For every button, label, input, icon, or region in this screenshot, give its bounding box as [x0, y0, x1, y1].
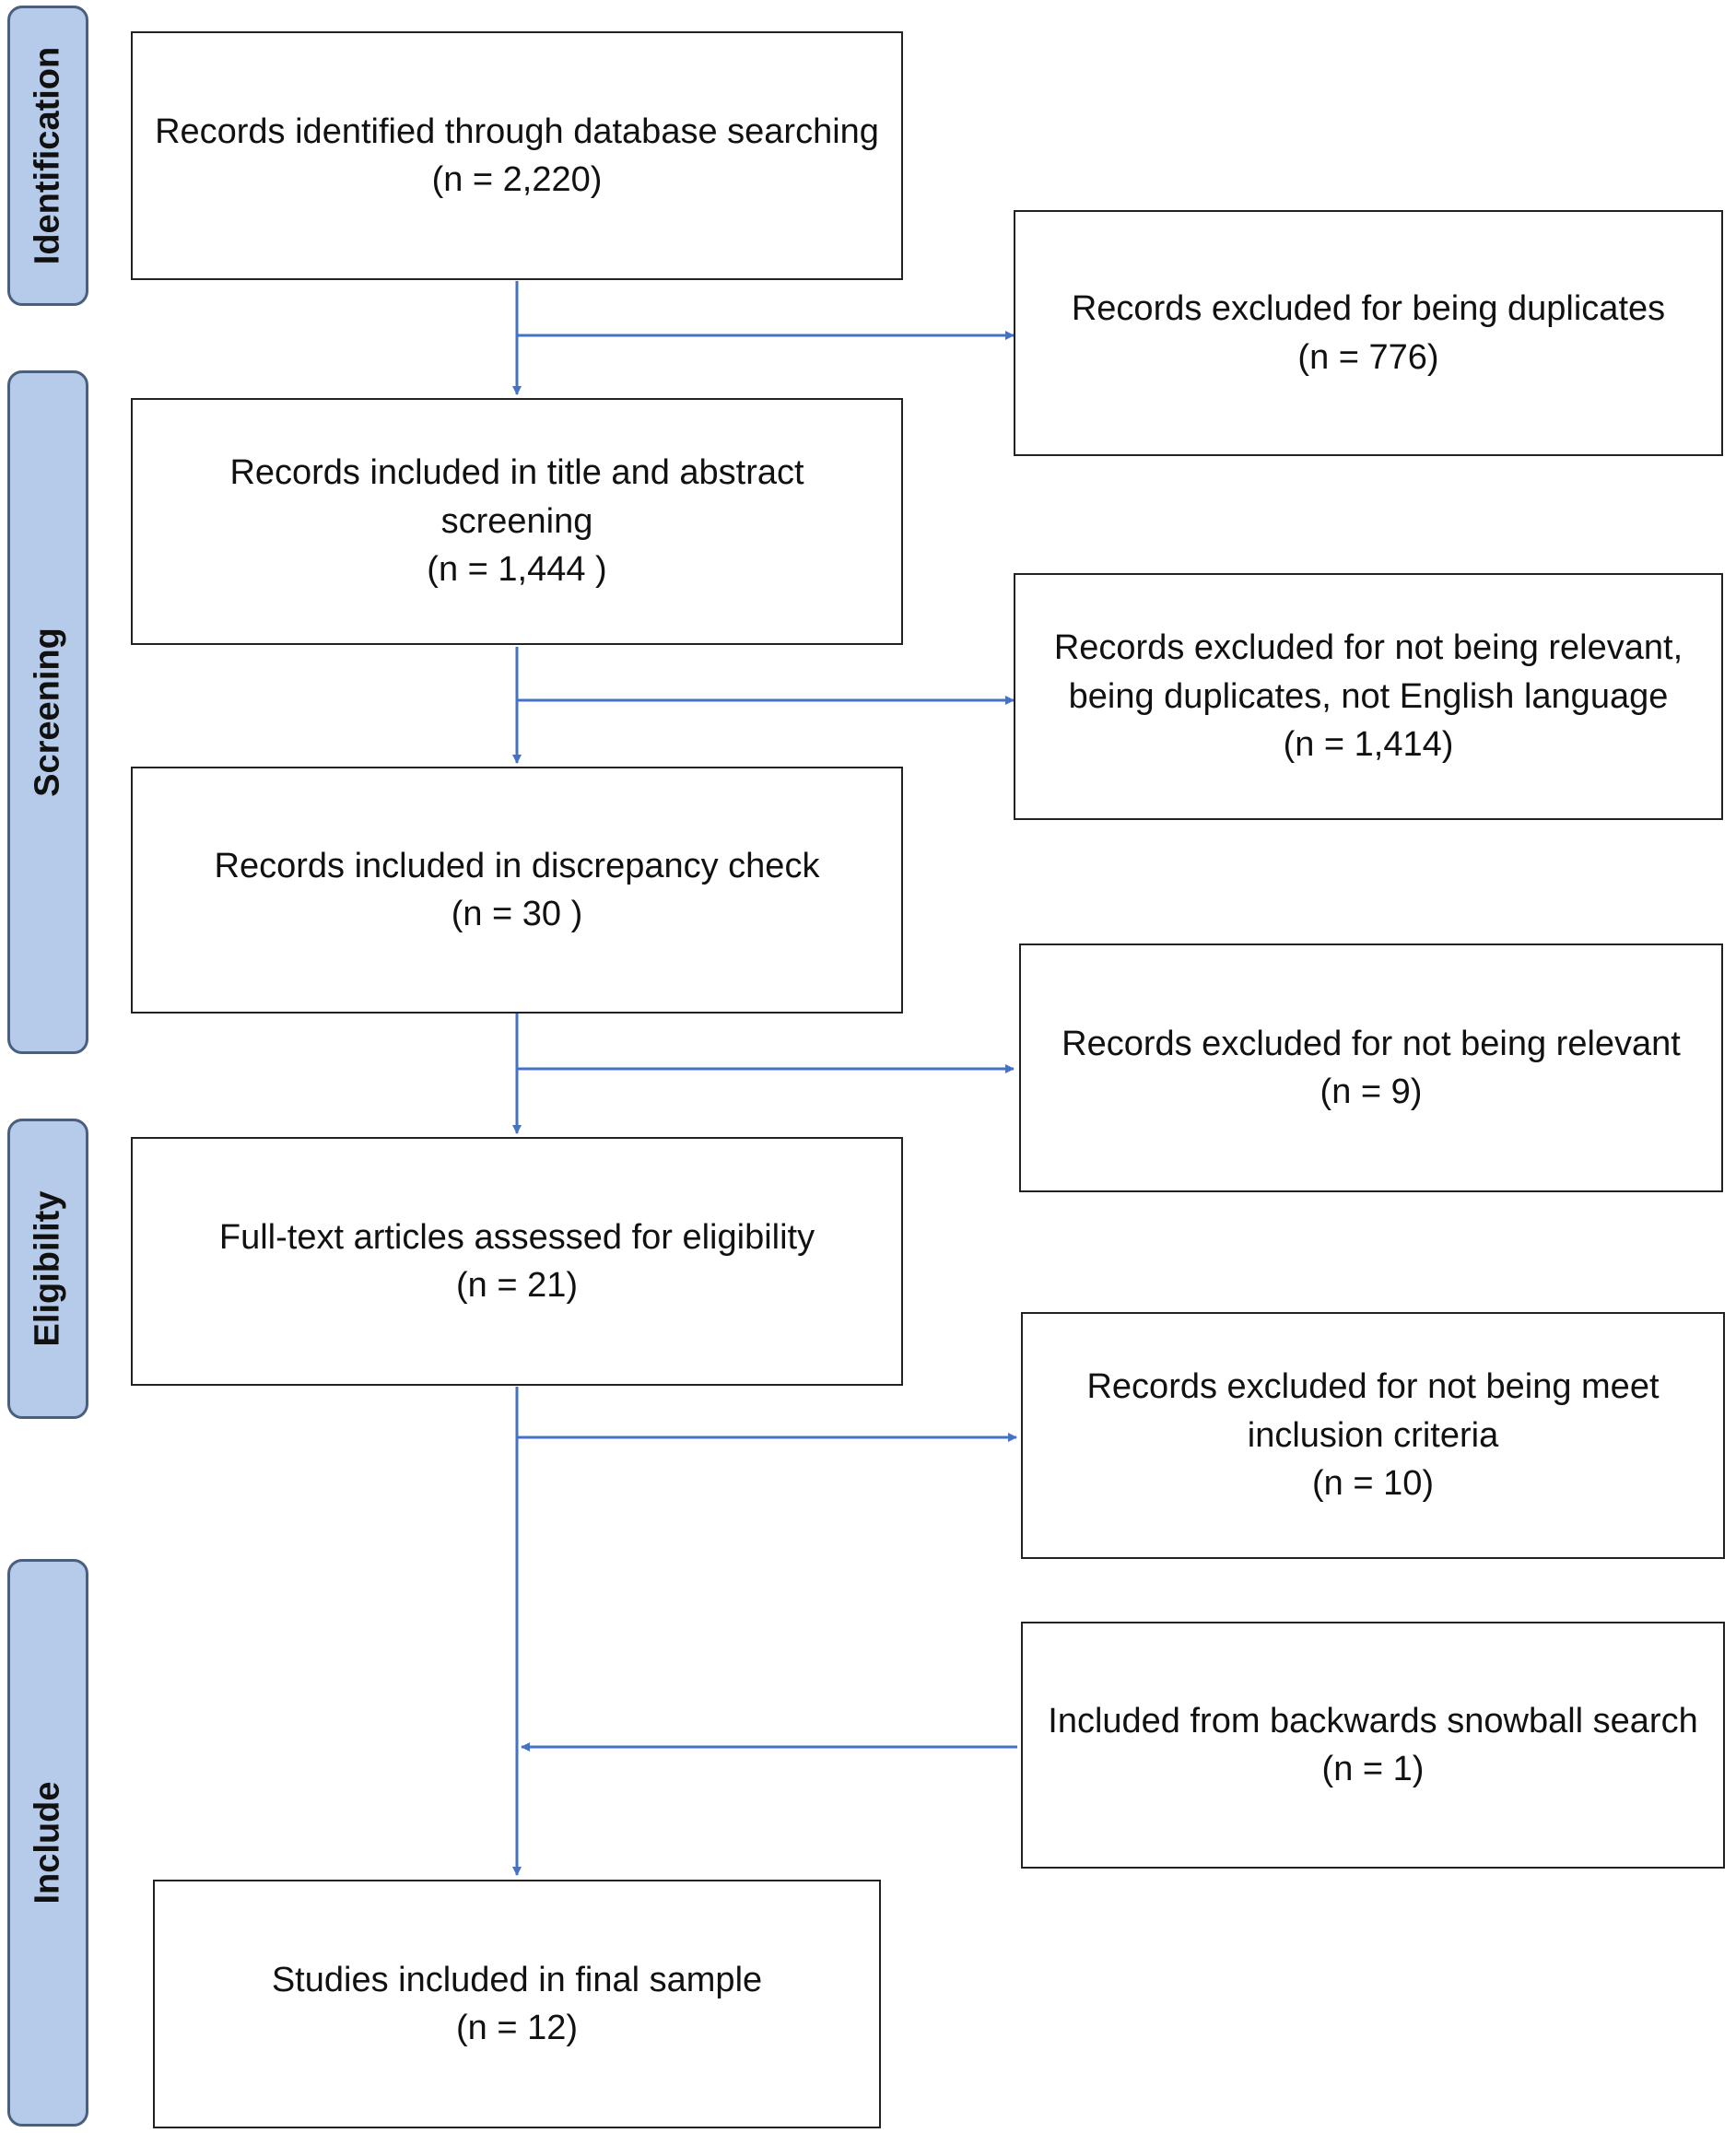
box-excluded-relevance-language: Records excluded for not being relevant,… [1014, 573, 1723, 820]
box-excluded-not-relevant: Records excluded for not being relevant … [1019, 943, 1723, 1192]
box-excluded-inclusion-criteria: Records excluded for not being meet incl… [1021, 1312, 1725, 1559]
box-backwards-snowball: Included from backwards snowball search … [1021, 1622, 1725, 1869]
box-full-text-eligibility-count: (n = 21) [455, 1266, 579, 1305]
box-title-abstract-screening: Records included in title and abstract s… [131, 398, 903, 645]
box-records-identified: Records identified through database sear… [131, 31, 903, 280]
box-excluded-inclusion-criteria-text: Records excluded for not being meet incl… [1086, 1367, 1660, 1455]
phase-eligibility: Eligibility [7, 1119, 88, 1419]
box-discrepancy-check-text: Records included in discrepancy check [214, 846, 820, 885]
box-discrepancy-check-count: (n = 30 ) [451, 895, 583, 933]
phase-identification: Identification [7, 6, 88, 306]
box-final-sample-text: Studies included in final sample [271, 1960, 763, 1999]
phase-screening: Screening [7, 370, 88, 1054]
box-final-sample: Studies included in final sample (n = 12… [153, 1880, 881, 2128]
box-records-identified-text: Records identified through database sear… [155, 111, 879, 151]
box-title-abstract-screening-count: (n = 1,444 ) [427, 550, 607, 590]
box-records-identified-count: (n = 2,220) [431, 160, 603, 199]
box-backwards-snowball-count: (n = 1) [1321, 1750, 1425, 1788]
box-full-text-eligibility-text: Full-text articles assessed for eligibil… [218, 1217, 815, 1257]
box-excluded-not-relevant-count: (n = 9) [1320, 1072, 1423, 1111]
box-discrepancy-check: Records included in discrepancy check (n… [131, 767, 903, 1014]
box-excluded-duplicates-text: Records excluded for being duplicates [1071, 289, 1666, 329]
box-excluded-not-relevant-text: Records excluded for not being relevant [1062, 1024, 1681, 1063]
box-excluded-relevance-language-count: (n = 1,414) [1283, 725, 1454, 765]
box-backwards-snowball-text: Included from backwards snowball search [1048, 1701, 1698, 1740]
box-excluded-inclusion-criteria-count: (n = 10) [1311, 1464, 1435, 1504]
box-excluded-relevance-language-text: Records excluded for not being relevant,… [1053, 628, 1683, 716]
box-final-sample-count: (n = 12) [455, 2009, 579, 2047]
box-excluded-duplicates: Records excluded for being duplicates (n… [1014, 210, 1723, 456]
box-title-abstract-screening-text: Records included in title and abstract s… [229, 453, 804, 541]
phase-include: Include [7, 1559, 88, 2127]
box-full-text-eligibility: Full-text articles assessed for eligibil… [131, 1137, 903, 1386]
box-excluded-duplicates-count: (n = 776) [1297, 337, 1439, 377]
